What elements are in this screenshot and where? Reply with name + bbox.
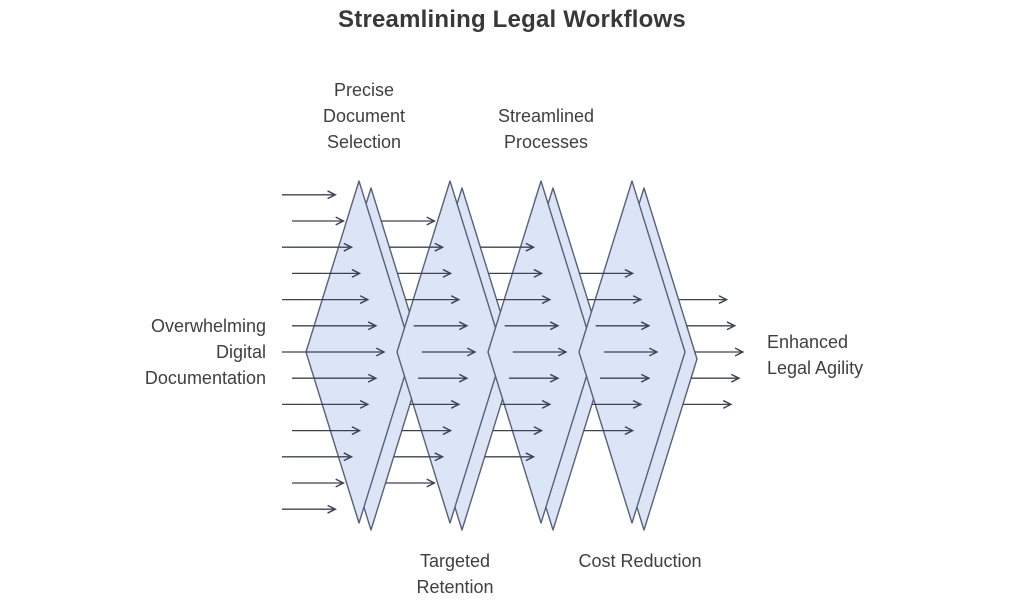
filter-label-cost-reduction: Cost Reduction [578,551,702,571]
diagram-title: Streamlining Legal Workflows [338,6,686,33]
